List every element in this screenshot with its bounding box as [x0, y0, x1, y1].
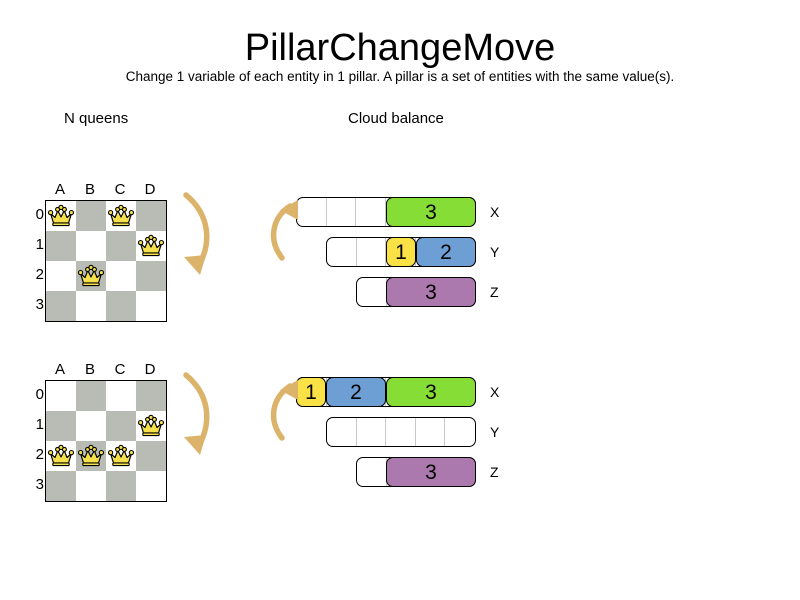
chess-cell-B0[interactable]	[76, 381, 106, 411]
rank-label-3: 3	[35, 476, 44, 493]
cloud-slot	[416, 418, 446, 446]
chess-cell-D3[interactable]	[136, 471, 166, 501]
chess-cell-D2[interactable]	[136, 261, 166, 291]
chess-cell-D1[interactable]	[136, 231, 166, 261]
rank-label-2: 2	[35, 266, 44, 283]
chess-cell-A2[interactable]	[46, 441, 76, 471]
file-label-a: A	[54, 361, 65, 378]
file-label-d: D	[144, 361, 156, 378]
chess-cell-B0[interactable]	[76, 201, 106, 231]
chess-cell-A3[interactable]	[46, 291, 76, 321]
chess-cell-B3[interactable]	[76, 471, 106, 501]
cloud-slot	[357, 238, 387, 266]
queen-icon	[108, 204, 134, 227]
cloud-process-3[interactable]: 3	[386, 377, 476, 407]
queen-icon	[78, 264, 104, 287]
chess-cell-D1[interactable]	[136, 411, 166, 441]
cloud-slot	[357, 418, 387, 446]
file-labels: A B C D	[45, 180, 165, 200]
chess-cell-A3[interactable]	[46, 471, 76, 501]
cloud-process-3[interactable]: 3	[386, 197, 476, 227]
chess-cell-C3[interactable]	[106, 291, 136, 321]
cloud-process-2[interactable]: 2	[326, 377, 386, 407]
cloud-computer-label-y: Y	[490, 244, 500, 260]
page-title: PillarChangeMove	[244, 27, 556, 69]
section-label-nqueens: N queens	[64, 110, 129, 127]
chess-cell-B1[interactable]	[76, 231, 106, 261]
cloud-slot	[386, 418, 416, 446]
rank-label-1: 1	[35, 416, 44, 433]
chess-cell-B1[interactable]	[76, 411, 106, 441]
cloud-process-1[interactable]: 1	[386, 237, 416, 267]
chess-cell-A0[interactable]	[46, 381, 76, 411]
chess-cell-B2[interactable]	[76, 261, 106, 291]
chess-cell-A1[interactable]	[46, 231, 76, 261]
queen-icon	[48, 204, 74, 227]
cloud-computer-label-y: Y	[490, 424, 500, 440]
cloud-slot	[445, 418, 475, 446]
chess-cell-D3[interactable]	[136, 291, 166, 321]
chess-cell-C0[interactable]	[106, 201, 136, 231]
cloud-process-2[interactable]: 2	[416, 237, 476, 267]
cloud-process-3[interactable]: 3	[386, 457, 476, 487]
queen-icon	[138, 414, 164, 437]
rank-labels: 0 1 2 3	[28, 380, 44, 500]
chess-grid	[45, 380, 167, 502]
chess-board-before: A B C D 0 1 2 3	[28, 180, 228, 330]
queen-icon	[78, 444, 104, 467]
cloud-slot	[327, 198, 357, 226]
cloud-computer-label-x: X	[490, 384, 500, 400]
rank-label-0: 0	[35, 386, 44, 403]
chess-cell-B2[interactable]	[76, 441, 106, 471]
chess-cell-D0[interactable]	[136, 201, 166, 231]
chess-board-after: A B C D 0 1 2 3	[28, 360, 228, 510]
cloud-process-1[interactable]: 1	[296, 377, 326, 407]
file-label-c: C	[114, 361, 126, 378]
cloud-process-3[interactable]: 3	[386, 277, 476, 307]
rank-labels: 0 1 2 3	[28, 200, 44, 320]
chess-cell-C1[interactable]	[106, 411, 136, 441]
cloud-slot	[357, 458, 387, 486]
file-label-d: D	[144, 181, 156, 198]
chess-cell-C2[interactable]	[106, 441, 136, 471]
rank-label-2: 2	[35, 446, 44, 463]
cloud-slot	[327, 418, 357, 446]
cloud-slot	[356, 198, 387, 226]
chess-cell-A0[interactable]	[46, 201, 76, 231]
chess-cell-A2[interactable]	[46, 261, 76, 291]
file-labels: A B C D	[45, 360, 165, 380]
queen-icon	[108, 444, 134, 467]
rank-label-3: 3	[35, 296, 44, 313]
cloud-slot	[357, 278, 387, 306]
file-label-c: C	[114, 181, 126, 198]
rank-label-0: 0	[35, 206, 44, 223]
queen-icon	[48, 444, 74, 467]
chess-cell-B3[interactable]	[76, 291, 106, 321]
rank-label-1: 1	[35, 236, 44, 253]
file-label-b: B	[84, 181, 95, 198]
cloud-computer-label-z: Z	[490, 464, 499, 480]
chess-grid	[45, 200, 167, 322]
queen-icon	[138, 234, 164, 257]
cloud-slot	[327, 238, 357, 266]
chess-cell-C0[interactable]	[106, 381, 136, 411]
cloud-slot	[297, 198, 327, 226]
chess-board-after: A B C D 0 1 2 3	[28, 360, 228, 510]
chess-cell-C3[interactable]	[106, 471, 136, 501]
cloud-computer-label-z: Z	[490, 284, 499, 300]
chess-cell-A1[interactable]	[46, 411, 76, 441]
chess-board-before: A B C D 0 1 2 3	[28, 180, 228, 330]
chess-cell-C2[interactable]	[106, 261, 136, 291]
page-subtitle: Change 1 variable of each entity in 1 pi…	[125, 69, 675, 84]
cloud-computer-label-x: X	[490, 204, 500, 220]
chess-cell-D0[interactable]	[136, 381, 166, 411]
file-label-b: B	[84, 361, 95, 378]
section-label-cloud: Cloud balance	[348, 110, 444, 127]
file-label-a: A	[54, 181, 65, 198]
chess-cell-D2[interactable]	[136, 441, 166, 471]
chess-cell-C1[interactable]	[106, 231, 136, 261]
cloud-capacity-bar[interactable]	[326, 417, 476, 447]
